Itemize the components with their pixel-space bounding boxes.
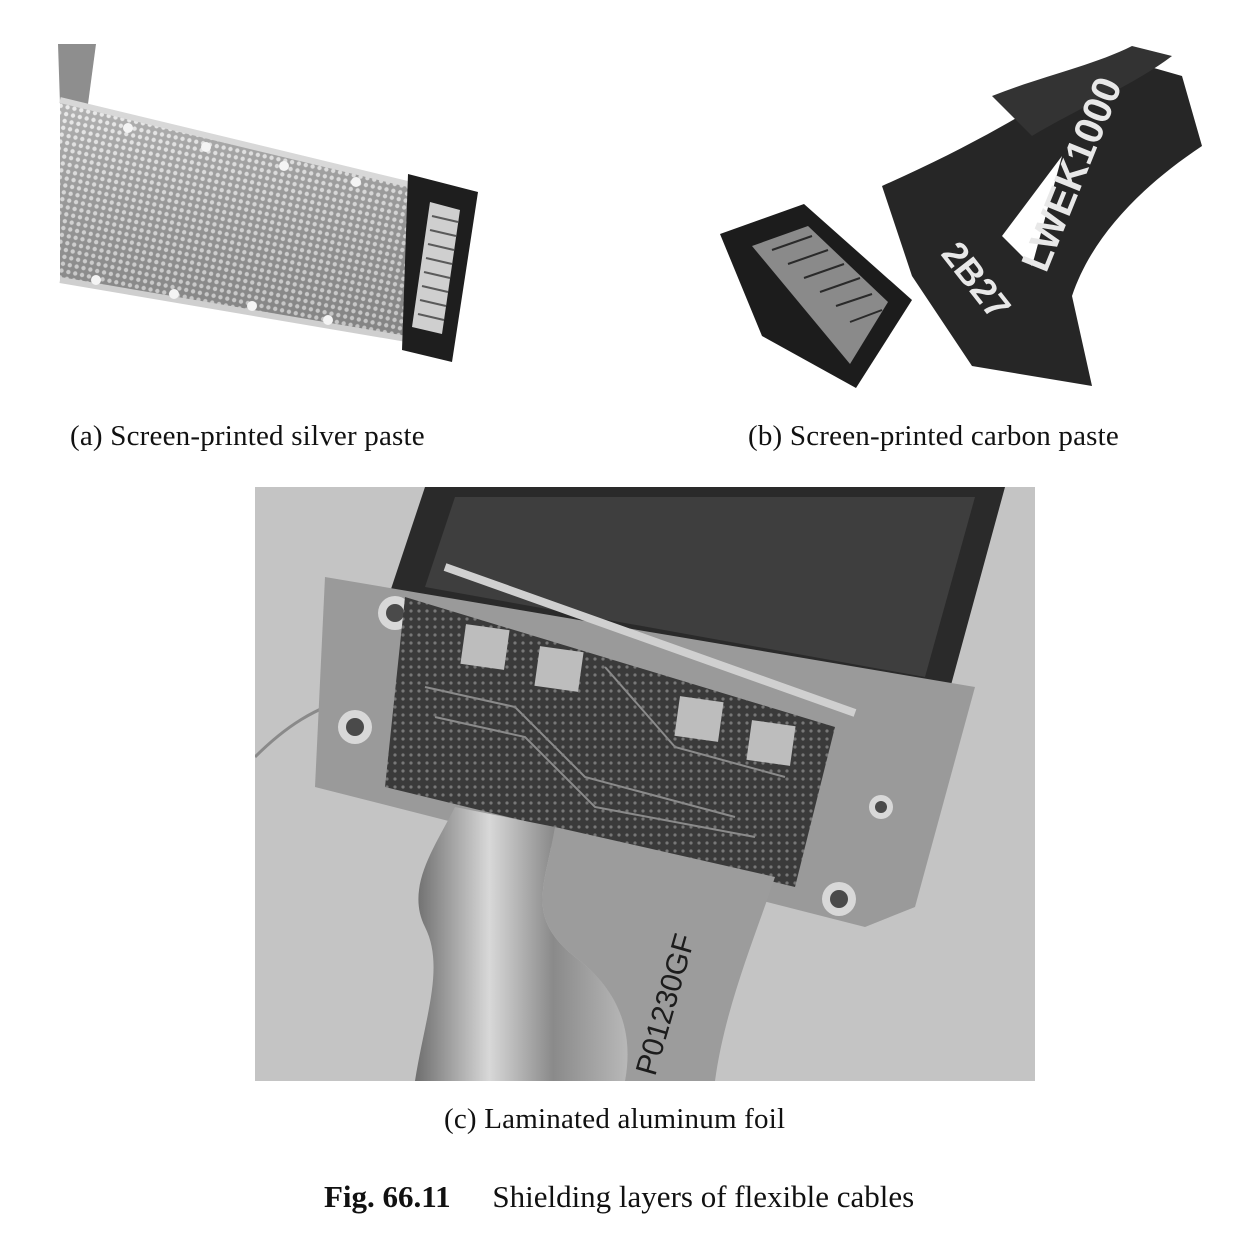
figure-number: Fig. 66.11	[324, 1179, 451, 1214]
panel-c-label: (c)	[444, 1103, 477, 1135]
panel-a-caption: (a) Screen-printed silver paste	[70, 420, 425, 453]
panel-b-caption: (b) Screen-printed carbon paste	[748, 420, 1119, 453]
aluminum-foil-layer	[415, 807, 628, 1081]
figure-title: Shielding layers of flexible cables	[492, 1179, 915, 1214]
chip-pads	[460, 624, 796, 766]
panel-a-label: (a)	[70, 420, 103, 452]
mounting-holes	[338, 596, 893, 916]
figure-caption: Fig. 66.11 Shielding layers of flexible …	[324, 1179, 914, 1215]
panel-b-caption-text: Screen-printed carbon paste	[789, 420, 1119, 452]
panel-a-caption-text: Screen-printed silver paste	[110, 420, 425, 452]
photo-carbon-paste-cable: LWEK1000 2B27	[712, 36, 1212, 404]
mesh-dots	[91, 123, 361, 325]
photo-aluminum-foil-cable: P01230GF	[255, 487, 1035, 1081]
carbon-paste-cable-illustration: LWEK1000 2B27	[712, 36, 1212, 404]
panel-c-caption-text: Laminated aluminum foil	[484, 1103, 786, 1135]
silver-paste-cable-illustration	[56, 44, 482, 372]
panel-b-label: (b)	[748, 420, 783, 452]
aluminum-foil-cable-illustration: P01230GF	[255, 487, 1035, 1081]
panel-c-caption: (c) Laminated aluminum foil	[444, 1103, 785, 1136]
photo-silver-paste-cable	[56, 44, 482, 372]
